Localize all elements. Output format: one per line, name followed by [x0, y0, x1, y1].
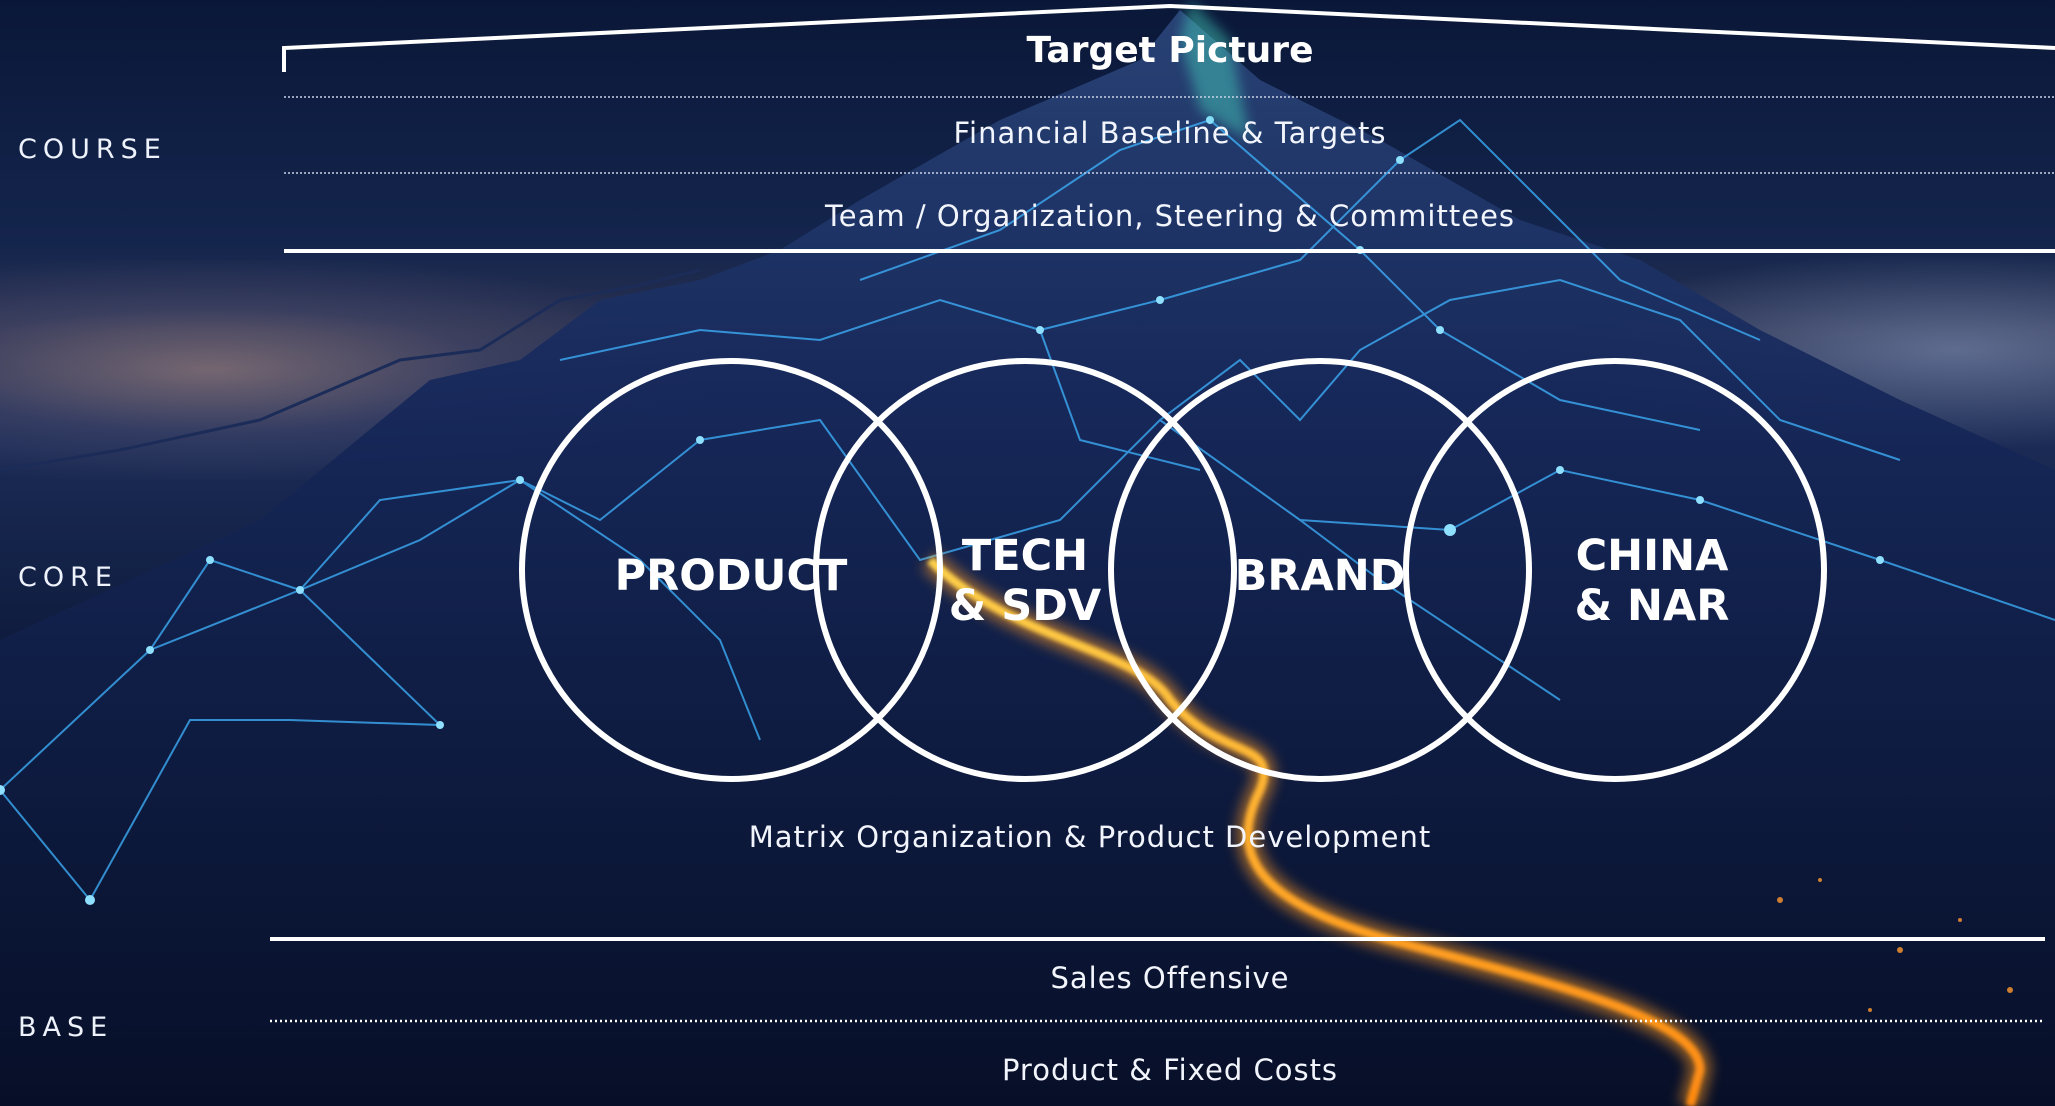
- pillar-label-line1: PRODUCT: [614, 551, 848, 601]
- network-nodes: [0, 116, 1884, 905]
- circle-tech: [813, 358, 1237, 782]
- roof-line: [282, 3, 2055, 72]
- page-title: Target Picture: [1026, 30, 1314, 71]
- mountain-ridge-left: [0, 268, 701, 472]
- pillar-label-product: PRODUCT: [531, 551, 931, 601]
- circle-china: [1403, 358, 1827, 782]
- section-label-base: BASE: [18, 1012, 114, 1043]
- pillar-label-line1: CHINA: [1575, 531, 1729, 581]
- network-lines: [0, 118, 2055, 902]
- base-item: Sales Offensive: [1050, 961, 1290, 995]
- course-item: Financial Baseline & Targets: [953, 116, 1387, 150]
- pillar-label-line2: & SDV: [948, 581, 1102, 631]
- pillar-label-line1: BRAND: [1234, 551, 1406, 601]
- core-footer: Matrix Organization & Product Developmen…: [748, 820, 1432, 854]
- pillar-label-brand: BRAND: [1120, 551, 1520, 601]
- pillar-label-line2: & NAR: [1574, 581, 1730, 631]
- pillar-circles: [519, 358, 1827, 782]
- course-item: Team / Organization, Steering & Committe…: [824, 199, 1516, 233]
- circle-brand: [1108, 358, 1532, 782]
- base-item: Product & Fixed Costs: [1001, 1053, 1339, 1087]
- section-label-core: CORE: [18, 562, 118, 593]
- circle-product: [519, 358, 943, 782]
- pillar-label-tech: TECH & SDV: [825, 531, 1225, 631]
- sparks: [1777, 878, 2013, 1012]
- peak-light-beam: [1180, 0, 1250, 140]
- pillar-label-line1: TECH: [961, 531, 1089, 581]
- section-label-course: COURSE: [18, 134, 167, 165]
- glowing-path: [926, 556, 1705, 1106]
- pillar-label-china: CHINA & NAR: [1452, 531, 1852, 631]
